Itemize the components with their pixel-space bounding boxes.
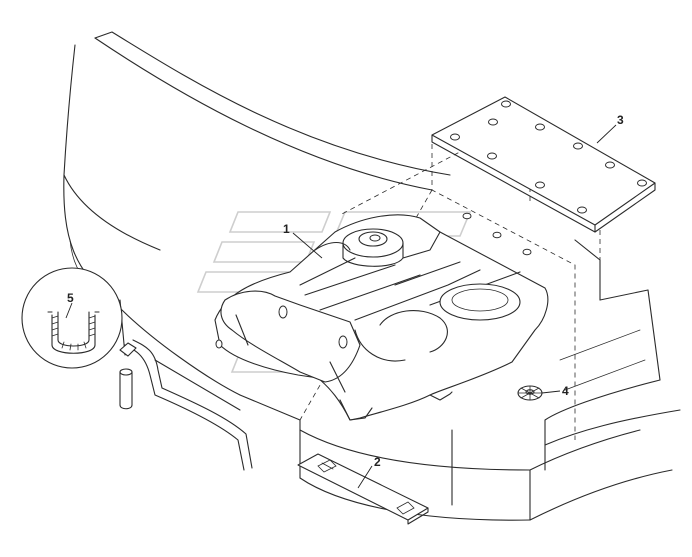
callout-3: 3	[596, 113, 624, 144]
callout-label-5: 5	[67, 291, 74, 305]
callout-2: 2	[357, 455, 381, 489]
callout-4: 4	[541, 384, 569, 398]
washer-part-4	[517, 385, 543, 401]
callout-5: 5	[65, 291, 74, 319]
floor-panel-part-1	[214, 214, 549, 421]
callout-label-1: 1	[283, 222, 290, 236]
strip-part-2	[297, 453, 429, 525]
mounting-plate-part-3	[431, 96, 656, 256]
callout-1: 1	[283, 222, 323, 259]
callout-label-4: 4	[562, 384, 569, 398]
callout-label-3: 3	[617, 113, 624, 127]
detail-circle-part-5	[21, 267, 123, 369]
callout-label-2: 2	[374, 455, 381, 469]
hose-pipe	[119, 339, 253, 471]
